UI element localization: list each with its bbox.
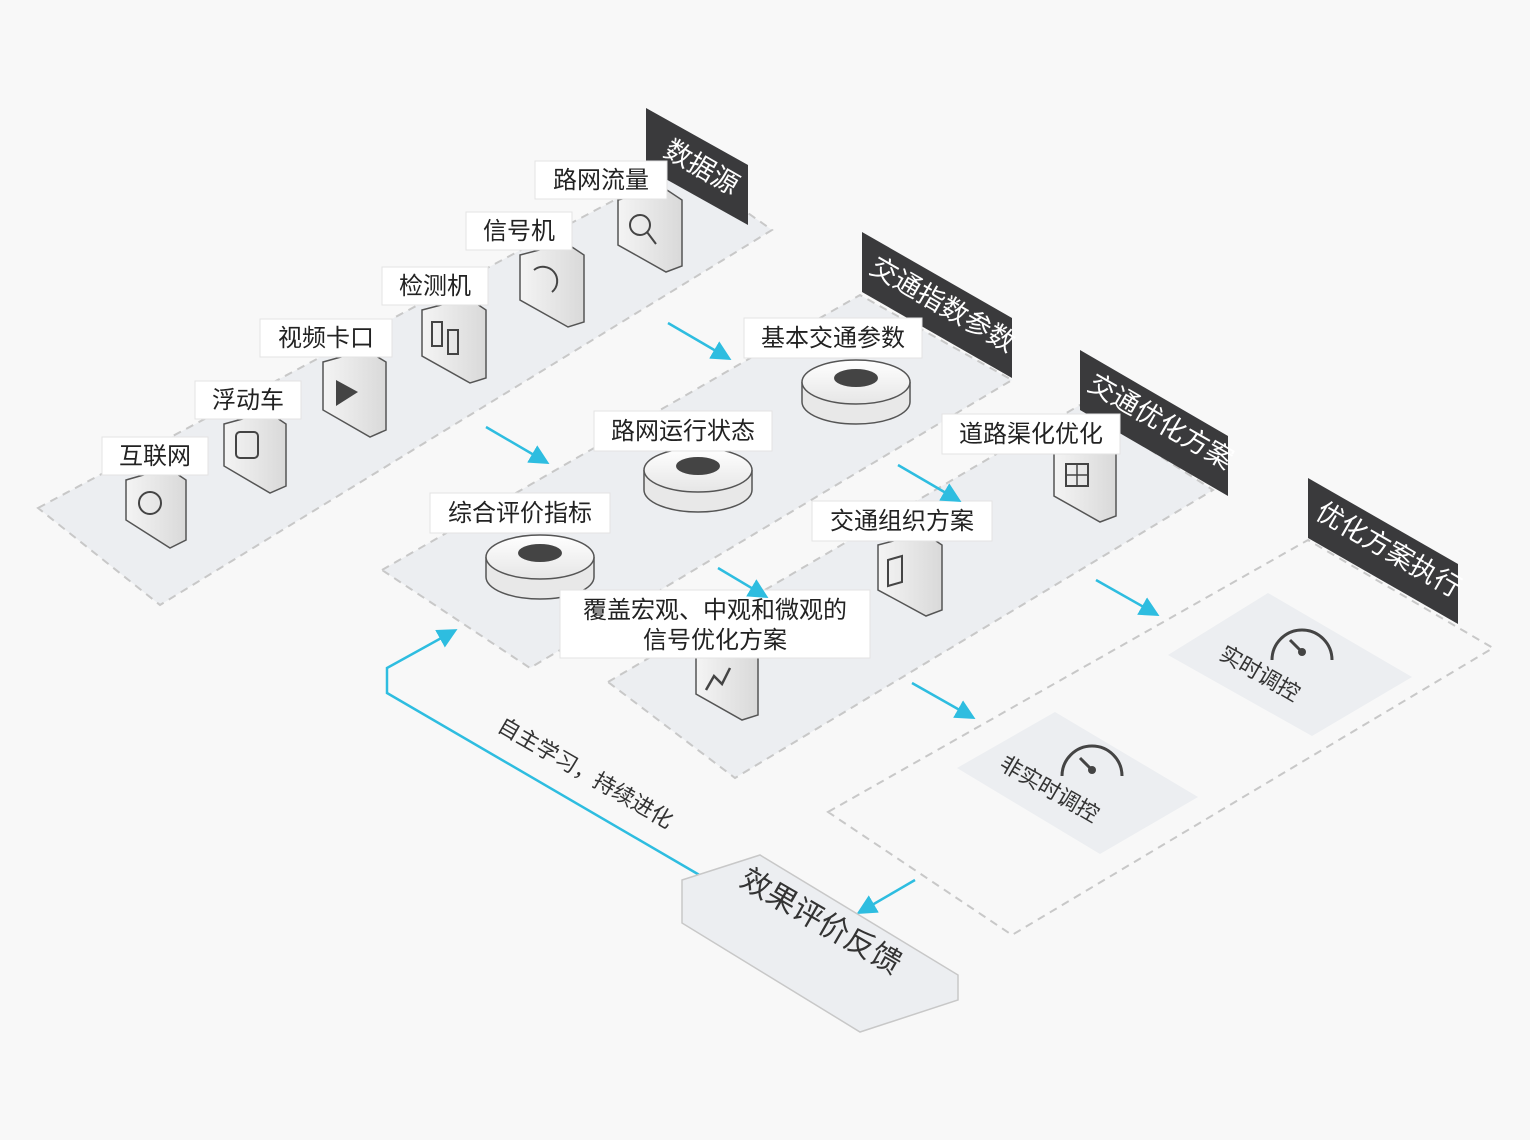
- database-icon: [834, 369, 878, 387]
- document-icon: [887, 554, 903, 588]
- database-icon: [518, 544, 562, 562]
- arrow-feedback-loop: [385, 629, 709, 882]
- svg-text:信号机: 信号机: [483, 217, 555, 245]
- svg-text:交通组织方案: 交通组织方案: [830, 507, 974, 535]
- server-video: [322, 349, 387, 438]
- arrow-plan-to-exec-2: [911, 681, 976, 719]
- arrow-index-to-plan-1: [897, 463, 962, 503]
- arrow-index-to-plan-2: [717, 566, 769, 599]
- svg-text:路网运行状态: 路网运行状态: [611, 417, 755, 445]
- tile-realtime: [1168, 593, 1412, 736]
- svg-text:综合评价指标: 综合评价指标: [448, 499, 592, 527]
- arrow-source-to-index-1: [667, 321, 732, 361]
- label-internet: 互联网: [101, 436, 209, 476]
- arrow-source-to-index-2: [485, 425, 550, 465]
- svg-text:覆盖宏观、中观和微观的: 覆盖宏观、中观和微观的: [583, 596, 847, 624]
- label-road-channelization: 道路渠化优化: [941, 413, 1121, 455]
- svg-text:信号优化方案: 信号优化方案: [643, 626, 787, 654]
- database-icon: [676, 457, 720, 475]
- label-network-status: 路网运行状态: [593, 410, 773, 452]
- globe-icon: [138, 491, 162, 515]
- video-play-icon: [336, 380, 358, 406]
- detector-icon: [431, 321, 443, 347]
- svg-text:基本交通参数: 基本交通参数: [761, 324, 905, 352]
- bus-icon: [235, 431, 259, 459]
- flow-arrows: [385, 321, 1160, 915]
- label-evaluation-index: 综合评价指标: [429, 492, 611, 534]
- label-detector: 检测机: [381, 266, 489, 306]
- svg-text:视频卡口: 视频卡口: [278, 324, 374, 352]
- feedback-box: 效果评价反馈: [681, 854, 959, 1033]
- svg-text:检测机: 检测机: [399, 272, 471, 300]
- chart-icon: [704, 667, 732, 691]
- database-basic-params: [801, 359, 911, 425]
- svg-text:道路渠化优化: 道路渠化优化: [959, 420, 1103, 448]
- gauge-icon: [1060, 744, 1124, 777]
- search-icon: [629, 214, 651, 236]
- arrow-exec-to-feedback: [856, 878, 916, 915]
- label-video-checkpoint: 视频卡口: [259, 318, 393, 358]
- label-basic-params: 基本交通参数: [743, 317, 923, 359]
- label-floating-car: 浮动车: [194, 380, 302, 420]
- gauge-icon: [1270, 628, 1334, 661]
- database-network-status: [643, 447, 753, 513]
- satellite-icon: [533, 265, 559, 293]
- label-signal-plan: 覆盖宏观、中观和微观的 信号优化方案: [559, 589, 871, 659]
- feedback-loop-label: 自主学习，持续进化: [493, 714, 677, 835]
- svg-text:路网流量: 路网流量: [553, 166, 649, 194]
- svg-text:浮动车: 浮动车: [212, 386, 284, 414]
- label-signal: 信号机: [465, 211, 573, 251]
- band-data-source: [36, 163, 774, 607]
- arrow-plan-to-exec-1: [1095, 578, 1160, 616]
- label-road-flow: 路网流量: [534, 160, 668, 200]
- label-organization-plan: 交通组织方案: [811, 500, 993, 542]
- database-evaluation-index: [485, 534, 595, 600]
- tile-non-realtime: [957, 712, 1198, 854]
- svg-text:互联网: 互联网: [119, 442, 191, 470]
